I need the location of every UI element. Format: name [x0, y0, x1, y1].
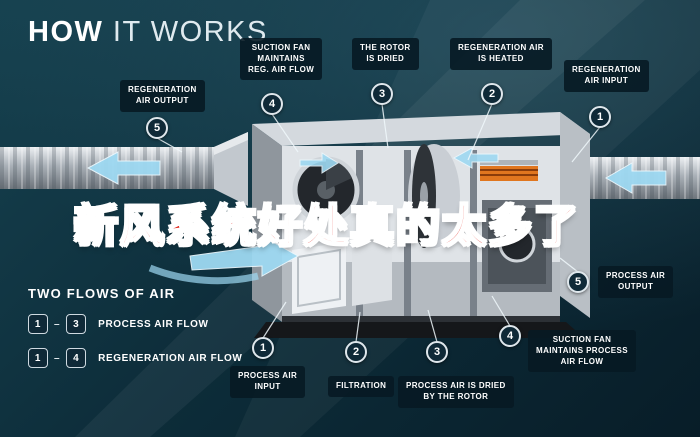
callout-rotor-dried: THE ROTOR IS DRIED: [352, 38, 419, 70]
legend-dash-2: –: [54, 352, 61, 364]
marker-2-filtration: 2: [345, 341, 367, 363]
marker-3-process-dried: 3: [426, 341, 448, 363]
left-duct: [0, 132, 248, 206]
marker-4-suction-fan-process: 4: [499, 325, 521, 347]
marker-1-process-input: 1: [252, 337, 274, 359]
callout-filtration: FILTRATION: [328, 376, 395, 397]
overlay-headline: 新风系统好处真的太多了: [73, 201, 580, 252]
legend-square-1b: 1: [28, 348, 48, 368]
callout-process-air-input: PROCESS AIR INPUT: [230, 366, 306, 398]
callout-regeneration-air-output: REGENERATION AIR OUTPUT: [120, 80, 205, 112]
legend-title: TWO FLOWS OF AIR: [28, 286, 176, 301]
process-fan-compartment: [482, 200, 552, 292]
legend-square-4: 4: [66, 348, 87, 368]
marker-5-regeneration-output: 5: [146, 117, 168, 139]
legend-dash-1: –: [54, 318, 61, 330]
legend-row-regeneration-air: 1 – 4 REGENERATION AIR FLOW: [28, 348, 242, 368]
title-how: HOW: [28, 16, 104, 48]
legend-row-process-air: 1 – 3 PROCESS AIR FLOW: [28, 314, 209, 334]
legend-label-regeneration: REGENERATION AIR FLOW: [98, 352, 243, 364]
heater-element: [480, 160, 538, 181]
callout-process-air-dried: PROCESS AIR IS DRIED BY THE ROTOR: [398, 376, 514, 408]
callout-suction-fan-process: SUCTION FAN MAINTAINS PROCESS AIR FLOW: [528, 330, 636, 373]
callout-suction-fan-reg: SUCTION FAN MAINTAINS REG. AIR FLOW: [240, 38, 323, 81]
marker-2-air-heated: 2: [481, 83, 503, 105]
callout-regeneration-air-heated: REGENERATION AIR IS HEATED: [450, 38, 552, 70]
marker-1-regeneration-input: 1: [589, 106, 611, 128]
air-handling-unit: [252, 112, 590, 338]
marker-5-process-output: 5: [567, 271, 589, 293]
legend-square-1a: 1: [28, 314, 48, 334]
callout-process-air-output: PROCESS AIR OUTPUT: [598, 266, 674, 298]
filter-panels: [292, 240, 392, 314]
callout-regeneration-air-input: REGENERATION AIR INPUT: [564, 60, 649, 92]
marker-3-rotor-dried: 3: [371, 83, 393, 105]
legend-square-3: 3: [66, 314, 87, 334]
page-title: HOW IT WORKS: [28, 16, 268, 49]
rotor-wheel: [408, 144, 460, 248]
airflow-arrows: [86, 147, 667, 285]
legend-label-process: PROCESS AIR FLOW: [98, 318, 209, 330]
marker-4-suction-fan-reg: 4: [261, 93, 283, 115]
leader-lines: [156, 103, 601, 343]
